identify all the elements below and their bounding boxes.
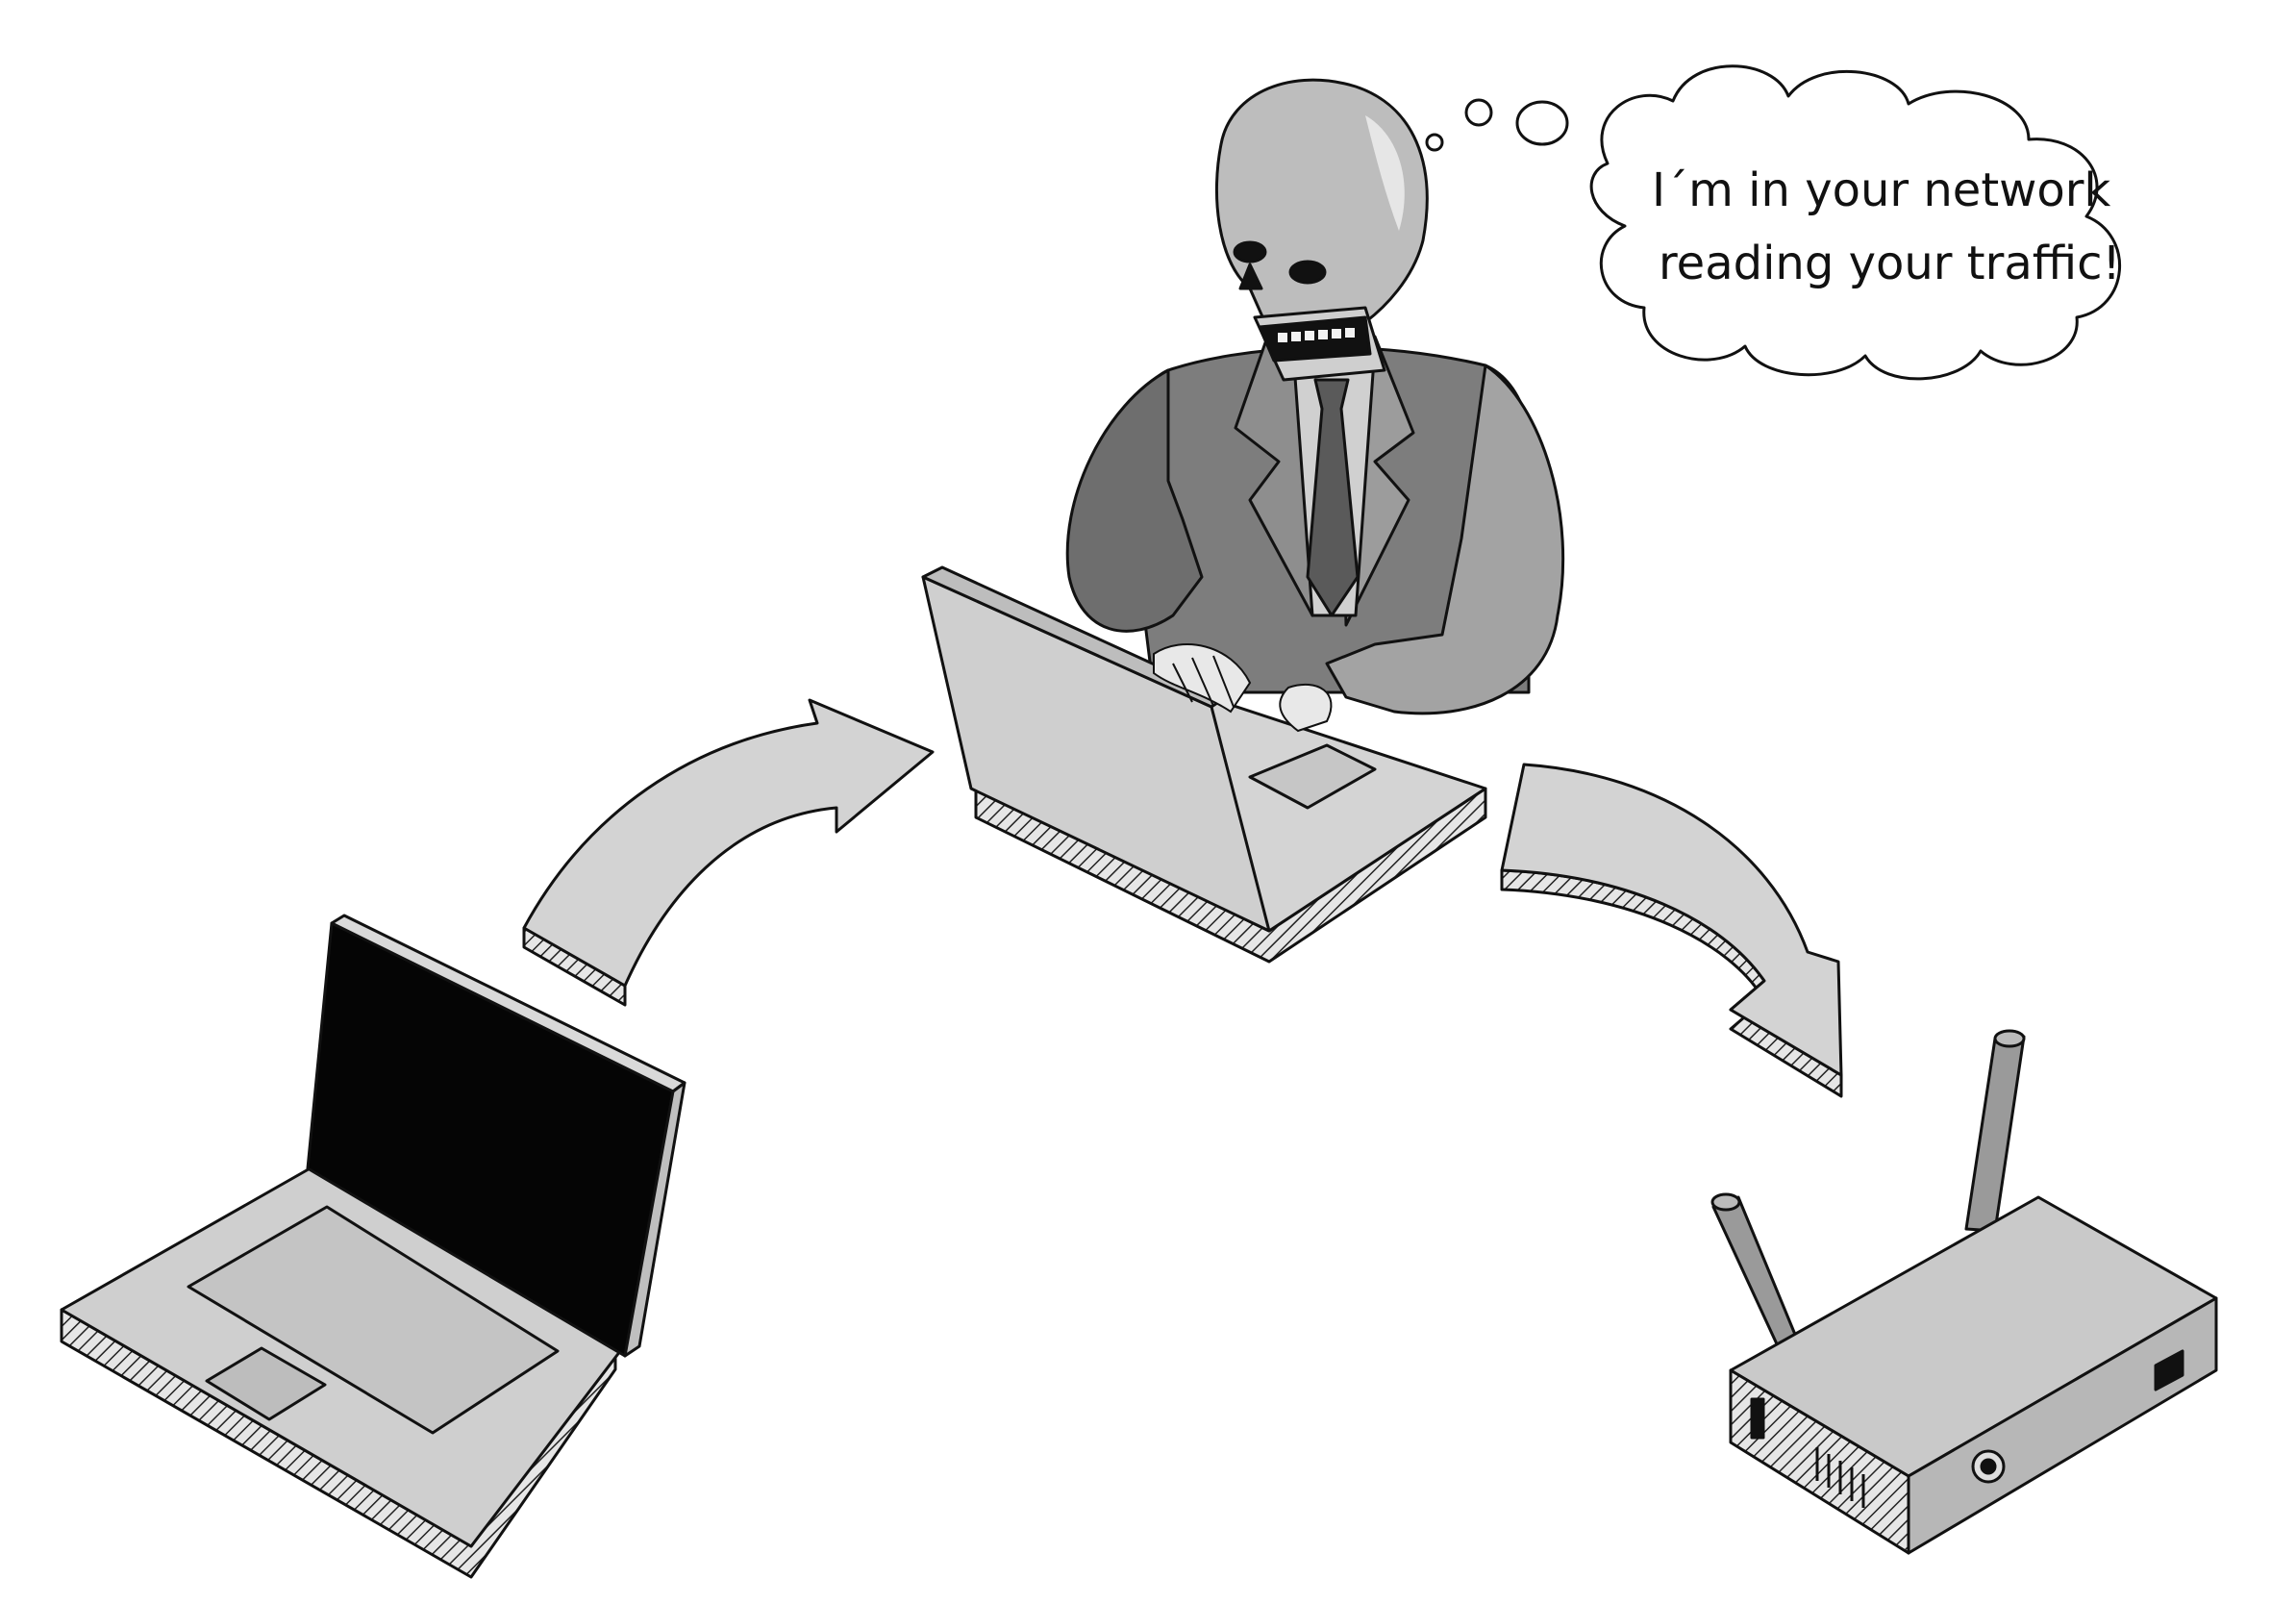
attacker-laptop-icon [921,565,1487,964]
victim-laptop-icon [60,914,686,1579]
wifi-router-icon [1710,1029,2218,1555]
thought-line-2: reading your traffic! [1659,237,2121,290]
thought-bubble: I´m in your network reading your traffic… [1425,64,2121,381]
curved-arrow-icon [1500,763,1843,1098]
curved-arrow-icon [522,698,935,1007]
skeleton-hacker-icon [1065,78,1565,715]
thought-line-1: I´m in your network [1652,163,2111,217]
